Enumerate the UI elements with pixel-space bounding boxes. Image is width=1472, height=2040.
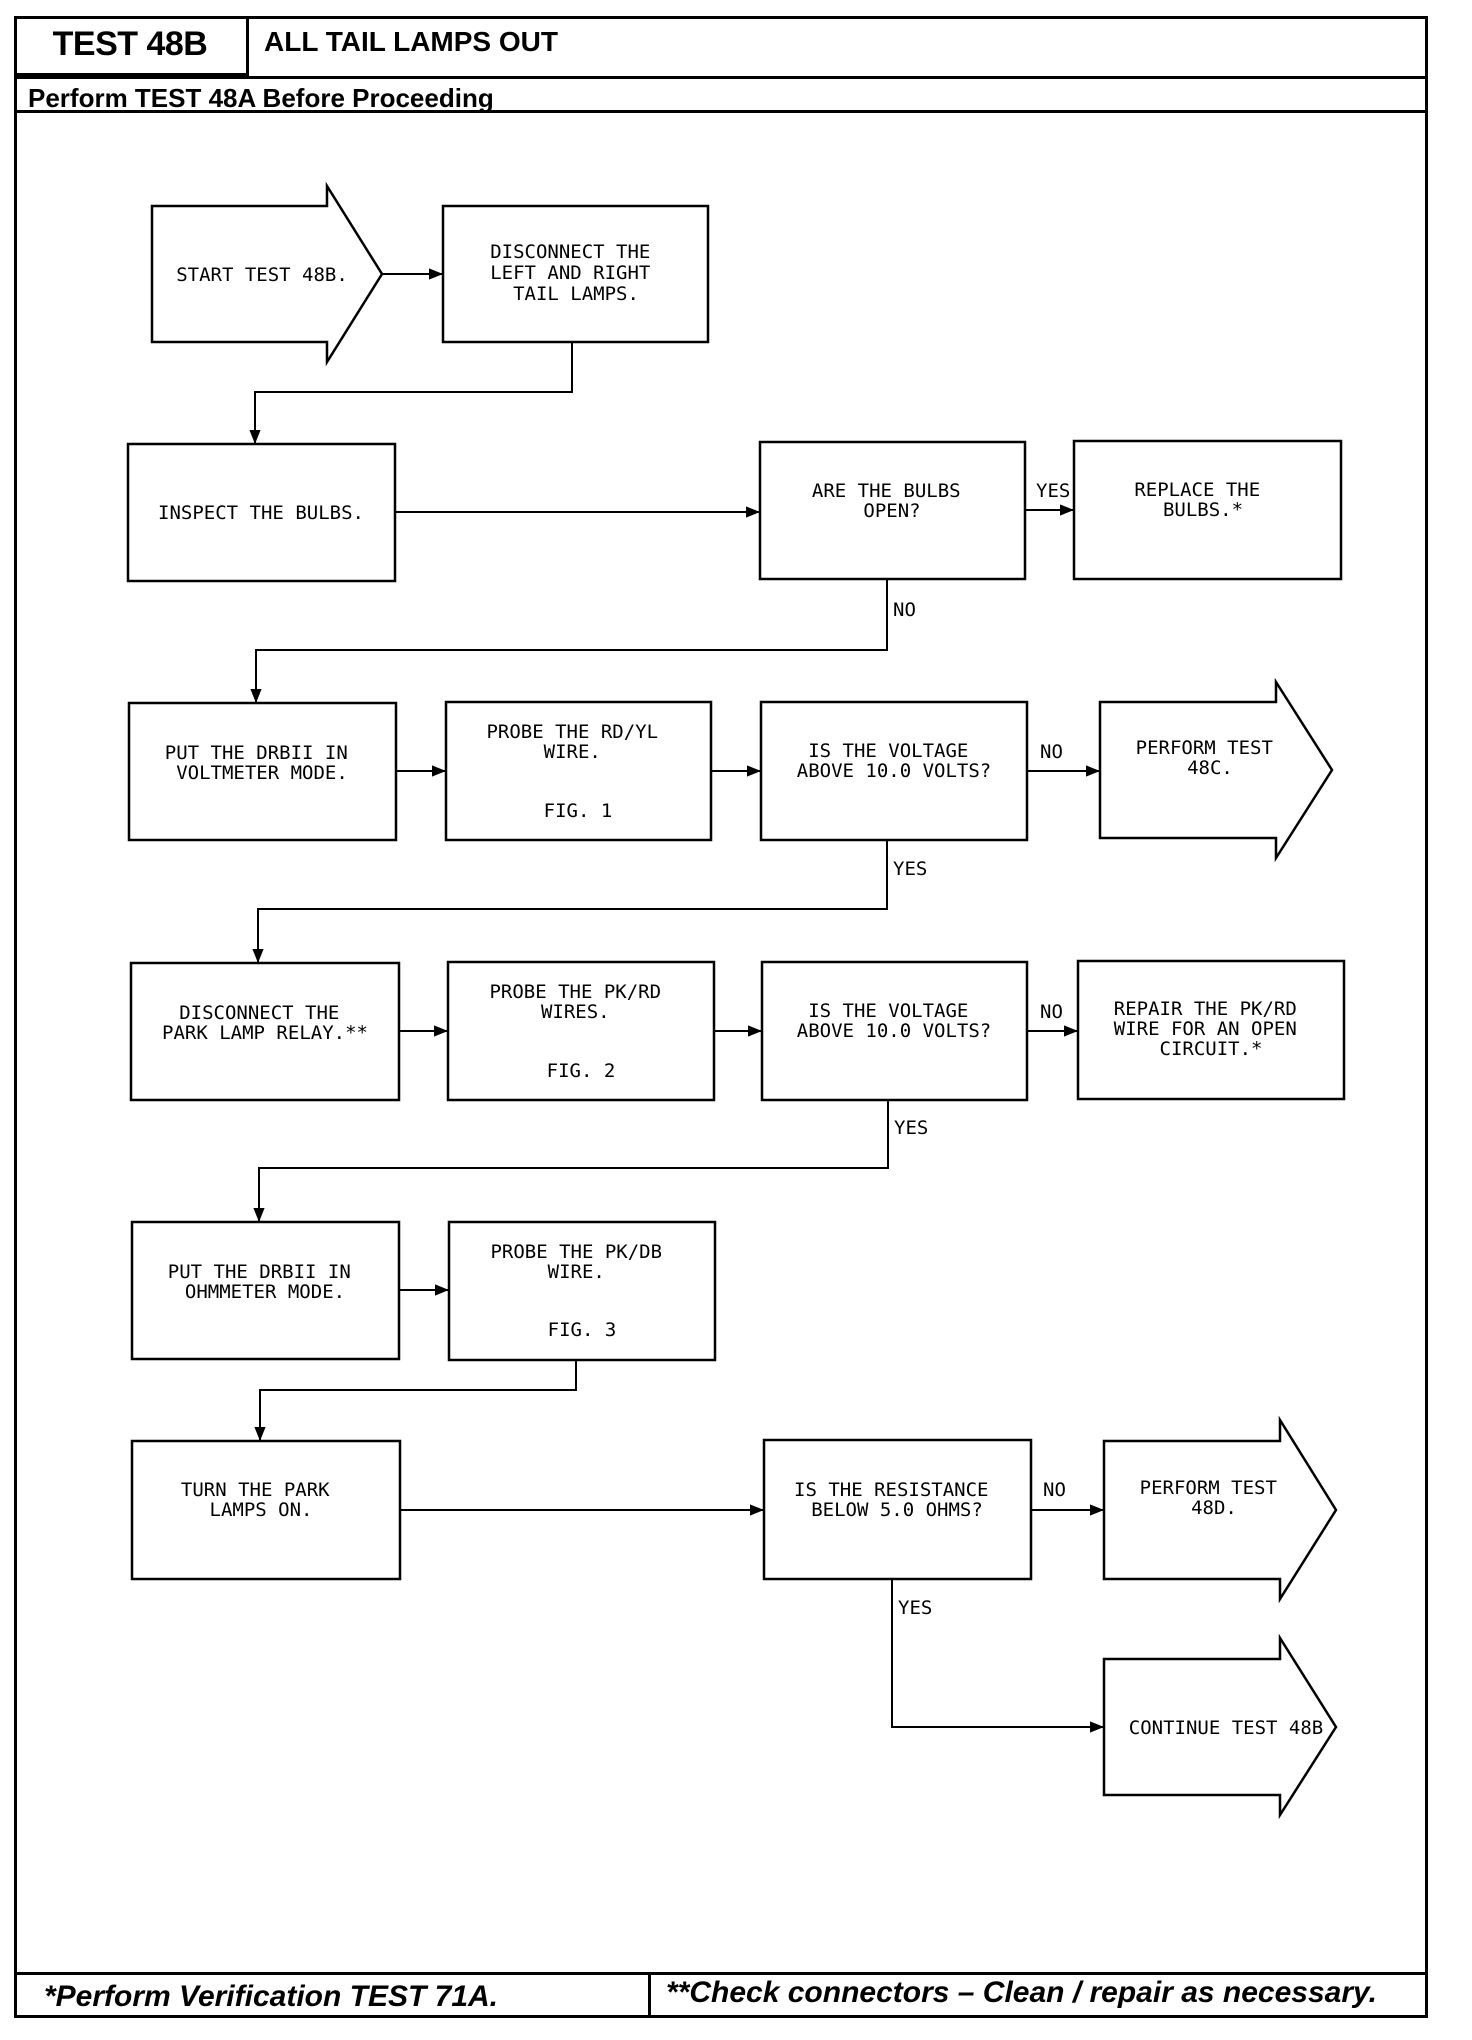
voltage1-text: IS THE VOLTAGE ABOVE 10.0 VOLTS? xyxy=(797,740,991,782)
perform-48d-text: PERFORM TEST 48D. xyxy=(1140,1477,1289,1519)
inspect-bulbs-text: INSPECT THE BULBS. xyxy=(158,502,364,524)
header-divider xyxy=(14,76,1428,79)
label-no-resistance: NO xyxy=(1043,1479,1066,1501)
perform-48d-shape xyxy=(1102,1415,1338,1604)
start-text: START TEST 48B. xyxy=(176,264,348,286)
connector-voltage2-yes xyxy=(253,1100,889,1222)
probe-pkrd-box xyxy=(446,960,716,1102)
disconnect-relay-box xyxy=(129,961,401,1102)
voltage2-box xyxy=(760,960,1029,1102)
resistance-box xyxy=(762,1438,1033,1581)
repair-pkrd-box xyxy=(1076,959,1346,1101)
replace-bulbs-text: REPLACE THE BULBS.* xyxy=(1134,479,1271,521)
label-no-voltage2: NO xyxy=(1040,1001,1063,1023)
resistance-text: IS THE RESISTANCE BELOW 5.0 OHMS? xyxy=(794,1479,1000,1521)
voltage1-box xyxy=(759,700,1029,842)
label-yes-voltage2: YES xyxy=(894,1117,928,1139)
label-yes-voltage1: YES xyxy=(893,858,927,880)
drbii-volt-box xyxy=(127,701,398,842)
probe-pkrd-text: PROBE THE PK/RD WIRES. FIG. 2 xyxy=(489,981,672,1082)
footer-connectors-note: **Check connectors – Clean / repair as n… xyxy=(666,1976,1377,2009)
footer-divider xyxy=(14,1972,1428,1975)
start-shape xyxy=(150,181,384,367)
page-title: ALL TAIL LAMPS OUT xyxy=(264,26,558,57)
connector-resistance-yes xyxy=(891,1579,1104,1733)
disconnect-relay-text: DISCONNECT THE PARK LAMP RELAY.** xyxy=(162,1002,368,1044)
label-yes-resistance: YES xyxy=(898,1597,932,1619)
drbii-ohm-text: PUT THE DRBII IN OHMMETER MODE. xyxy=(168,1261,362,1303)
subheader: Perform TEST 48A Before Proceeding xyxy=(28,83,494,113)
page-frame xyxy=(14,16,1428,2018)
continue-48b-shape xyxy=(1102,1633,1338,1820)
repair-pkrd-text: REPAIR THE PK/RD WIRE FOR AN OPEN CIRCUI… xyxy=(1114,998,1308,1060)
label-yes-bulbs: YES xyxy=(1036,480,1070,502)
probe-rdyl-box xyxy=(444,700,713,842)
bulbs-open-text: ARE THE BULBS OPEN? xyxy=(812,480,972,522)
drbii-volt-text: PUT THE DRBII IN VOLTMETER MODE. xyxy=(165,742,359,784)
label-no-voltage1: NO xyxy=(1040,741,1063,763)
footer-verification-note: *Perform Verification TEST 71A. xyxy=(44,1980,499,2013)
inspect-bulbs-box xyxy=(126,442,397,583)
connector-probe3-park xyxy=(254,1360,577,1441)
test-id: TEST 48B xyxy=(14,16,249,76)
perform-48c-shape xyxy=(1098,677,1334,863)
probe-rdyl-text: PROBE THE RD/YL WIRE. FIG. 1 xyxy=(486,721,669,822)
label-no-bulbs: NO xyxy=(893,599,916,621)
voltage2-text: IS THE VOLTAGE ABOVE 10.0 VOLTS? xyxy=(797,1000,991,1042)
disconnect-tail-text: DISCONNECT THE LEFT AND RIGHT TAIL LAMPS… xyxy=(490,241,662,305)
connector-disconnect-inspect xyxy=(249,342,573,444)
footer-split xyxy=(648,1972,651,2018)
perform-48c-text: PERFORM TEST 48C. xyxy=(1136,737,1285,779)
park-on-text: TURN THE PARK LAMPS ON. xyxy=(181,1479,341,1521)
connector-voltage1-yes xyxy=(252,840,888,963)
probe-pkdb-text: PROBE THE PK/DB WIRE. FIG. 3 xyxy=(490,1241,673,1341)
connector-bulbs-no xyxy=(250,579,888,703)
probe-pkdb-box xyxy=(447,1220,717,1362)
bulbs-open-box xyxy=(758,440,1027,581)
header-divider-bottom xyxy=(14,110,1428,113)
continue-48b-text: CONTINUE TEST 48B xyxy=(1129,1717,1323,1739)
